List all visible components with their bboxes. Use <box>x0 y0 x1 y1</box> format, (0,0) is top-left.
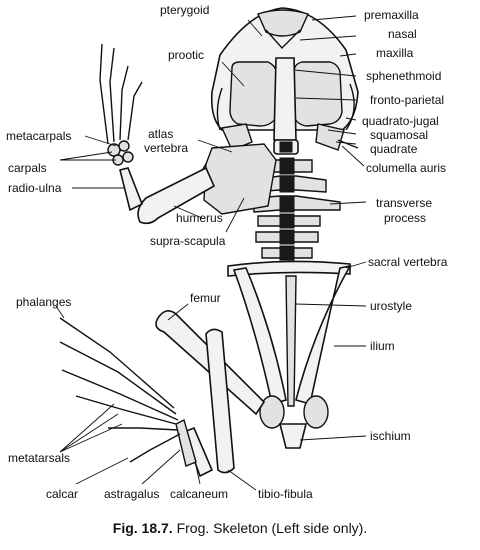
metacarpals-and-fingers <box>99 43 143 145</box>
label-squamosal: squamosal <box>370 128 428 142</box>
label-femur: femur <box>190 291 221 305</box>
label-radio-ulna: radio-ulna <box>8 181 62 195</box>
label-maxilla: maxilla <box>376 46 414 60</box>
label-nasal: nasal <box>388 27 417 41</box>
label-quadrato-jugal: quadrato-jugal <box>362 114 439 128</box>
ilium-right <box>295 264 352 406</box>
urostyle <box>285 275 297 407</box>
label-prootic: prootic <box>168 48 204 62</box>
humerus <box>137 166 216 225</box>
label-pterygoid: pterygoid <box>160 3 209 17</box>
label-transverse: transverse <box>376 196 432 210</box>
label-ischium: ischium <box>370 429 411 443</box>
label-fronto-parietal: fronto-parietal <box>370 93 444 107</box>
label-premaxilla: premaxilla <box>364 8 419 22</box>
leader-lines <box>55 15 367 491</box>
label-process: process <box>384 211 426 225</box>
label-quadrate: quadrate <box>370 142 418 156</box>
astragalus <box>175 418 197 467</box>
label-metacarpals: metacarpals <box>6 129 71 143</box>
label-astragalus: astragalus <box>104 487 159 501</box>
label-humerus: humerus <box>176 211 223 225</box>
label-atlas: atlas <box>148 127 173 141</box>
figure-caption-text: Frog. Skeleton (Left side only). <box>176 520 368 536</box>
vertebral-column <box>227 139 351 277</box>
label-vertebra: vertebra <box>144 141 188 155</box>
ischium <box>278 423 308 449</box>
label-calcaneum: calcaneum <box>170 487 228 501</box>
labels: pterygoid premaxilla nasal maxilla proot… <box>6 3 448 501</box>
sacral-vertebra <box>227 260 351 277</box>
radio-ulna <box>119 167 144 212</box>
label-sphenethmoid: sphenethmoid <box>366 69 441 83</box>
vertebra-5 <box>257 213 321 229</box>
figure-caption: Fig. 18.7. Frog. Skeleton (Left side onl… <box>0 520 480 536</box>
tibio-fibula <box>205 328 235 474</box>
label-columella-auris: columella auris <box>366 161 446 175</box>
label-ilium: ilium <box>370 339 395 353</box>
label-calcar: calcar <box>46 487 78 501</box>
label-tibio-fibula: tibio-fibula <box>258 487 313 501</box>
metatarsals-and-toes <box>59 317 181 463</box>
hindlimb <box>59 310 266 478</box>
label-phalanges: phalanges <box>16 295 71 309</box>
label-supra-scapula: supra-scapula <box>150 234 226 248</box>
skull <box>210 7 359 151</box>
label-metatarsals: metatarsals <box>8 451 70 465</box>
figure-number: Fig. 18.7. <box>112 520 173 536</box>
vertebra-6 <box>255 229 319 245</box>
ilium-left <box>232 267 287 406</box>
pelvic-girdle <box>232 264 352 449</box>
forelimb <box>99 43 216 225</box>
carpals <box>107 140 134 166</box>
label-carpals: carpals <box>8 161 47 175</box>
supra-scapula <box>203 143 277 215</box>
label-sacral-vertebra: sacral vertebra <box>368 255 448 269</box>
vertebra-4 <box>253 195 341 213</box>
label-urostyle: urostyle <box>370 299 412 313</box>
vertebra-7 <box>261 245 313 261</box>
